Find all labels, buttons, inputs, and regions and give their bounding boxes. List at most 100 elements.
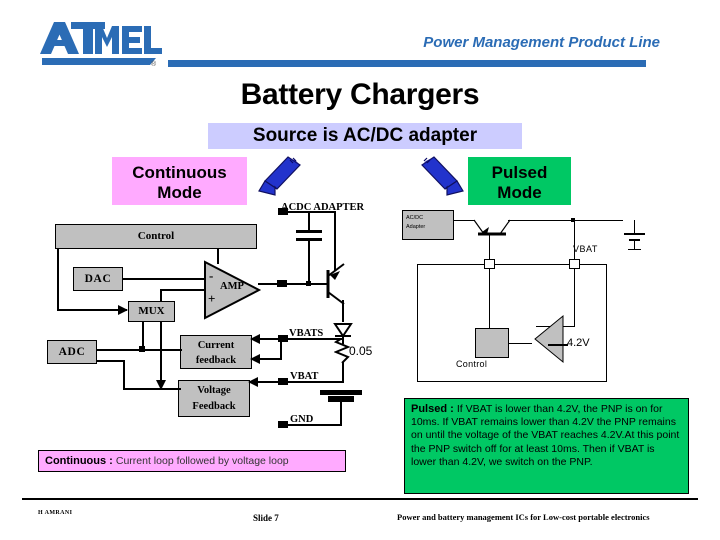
terminal-acdc-adapter xyxy=(278,208,288,215)
voltage-feedback-line1: Voltage xyxy=(197,385,231,396)
footer-tagline: Power and battery management ICs for Low… xyxy=(397,512,650,522)
label-reference-42v: 4.2V xyxy=(567,337,590,349)
wire-pulsed-battery-bottom xyxy=(634,241,635,250)
label-control-pulsed: Control xyxy=(456,359,488,369)
block-adc: ADC xyxy=(47,340,97,364)
label-sense-resistor: 0.05 xyxy=(349,344,373,358)
pulsed-battery-plate-short xyxy=(629,239,640,241)
comparator-pulsed xyxy=(534,314,564,364)
arrowhead-currentfb-bottom xyxy=(250,354,260,364)
block-voltage-feedback: Voltage Feedback xyxy=(178,380,250,417)
label-vbats: VBATS xyxy=(289,328,324,339)
block-dac: DAC xyxy=(73,267,123,291)
wire-mux-down-b xyxy=(160,322,162,388)
wire-sense-to-comparator xyxy=(574,268,575,326)
wire-reference-42v xyxy=(548,344,568,346)
pnp-transistor-continuous xyxy=(326,263,345,305)
cap-plate-bottom xyxy=(296,238,322,241)
atmel-logo: ® xyxy=(40,22,162,68)
wire-control-to-amp xyxy=(217,248,219,264)
wire-control-left xyxy=(57,248,59,310)
acdc-adapter-line1: AC/DC xyxy=(406,215,424,221)
continuous-mode-label: Continuous Mode xyxy=(112,157,247,205)
current-feedback-line1: Current xyxy=(197,340,235,351)
pulsed-ic-outline xyxy=(417,264,607,382)
registered-mark: ® xyxy=(151,60,157,68)
wire-vbat-to-voltagefb xyxy=(250,381,282,383)
wire-mux-to-amp-h xyxy=(160,289,205,291)
wire-pulsed-adapter-out xyxy=(454,220,475,221)
continuous-mode-line2: Mode xyxy=(157,183,202,202)
wire-vbats-to-currentfb xyxy=(252,338,282,340)
continuous-description-text: Current loop followed by voltage loop xyxy=(115,455,289,467)
continuous-description: Continuous : Current loop followed by vo… xyxy=(38,450,346,472)
continuous-description-tag: Continuous : xyxy=(45,455,116,467)
pulsed-mode-line2: Mode xyxy=(497,183,542,202)
wire-control-to-mux xyxy=(57,309,127,311)
wire-cap-top xyxy=(308,211,310,230)
pulsed-description-text: If VBAT is lower than 4.2V, the PNP is o… xyxy=(411,403,680,468)
block-control: Control xyxy=(55,224,257,249)
footer-slide-number: Slide 7 xyxy=(253,513,279,523)
wire-dac-to-amp xyxy=(123,278,205,280)
label-acdc-adapter: ACDC ADAPTER xyxy=(281,202,365,213)
pnp-transistor-pulsed xyxy=(473,219,511,236)
wire-gnd xyxy=(288,424,342,426)
pulsed-mode-label: Pulsed Mode xyxy=(468,157,571,205)
continuous-mode-line1: Continuous xyxy=(132,163,227,182)
wire-collector xyxy=(342,300,344,322)
pulsed-battery-ground xyxy=(628,249,641,250)
wire-pulsed-battery-top xyxy=(634,220,635,234)
arrowhead-mux-bottom xyxy=(156,380,166,390)
label-vbat-pulsed: VBAT xyxy=(573,244,598,254)
wire-vbats-branch xyxy=(280,338,282,360)
terminal-vbat-continuous xyxy=(278,378,288,385)
pulsed-description: Pulsed : If VBAT is lower than 4.2V, the… xyxy=(404,398,689,494)
label-vbat-continuous: VBAT xyxy=(290,371,319,382)
wire-comparator-to-control xyxy=(509,343,532,344)
wire-diode-out xyxy=(342,336,344,344)
sense-resistor xyxy=(334,338,351,364)
block-mux: MUX xyxy=(128,301,175,322)
wire-battery-to-gnd xyxy=(340,402,342,424)
arrow-down-right-icon xyxy=(421,155,464,196)
wire-vbat-continuous xyxy=(288,381,344,383)
arrowhead-voltagefb xyxy=(248,377,258,387)
wire-adapter-to-emitter xyxy=(334,211,336,271)
wire-mux-down-a xyxy=(142,322,144,352)
product-line-title: Power Management Product Line xyxy=(423,34,660,51)
wire-mux-to-amp-v xyxy=(160,289,162,302)
acdc-adapter-line2: Adapter xyxy=(406,224,426,230)
amp-inverting-input-label: - xyxy=(209,268,214,283)
wire-adc-bottom-h1 xyxy=(97,360,125,362)
footer-author: H AMRANI xyxy=(38,510,73,516)
pulsed-description-tag: Pulsed : xyxy=(411,403,457,415)
wire-pnp-base-down xyxy=(489,233,490,260)
amp-noninverting-input-label: + xyxy=(208,291,216,306)
pulsed-mode-line1: Pulsed xyxy=(491,163,548,182)
pulsed-battery-plate-long xyxy=(624,233,645,235)
junction-dot-base xyxy=(306,281,311,286)
wire-adapter-rail xyxy=(286,211,336,213)
wire-pin-to-control xyxy=(489,268,490,328)
wire-adc-bottom-v xyxy=(123,360,125,390)
header-rule xyxy=(168,60,646,67)
label-gnd: GND xyxy=(290,414,314,425)
wire-pulsed-vbat-rail xyxy=(508,220,623,221)
voltage-feedback-line2: Feedback xyxy=(192,401,236,412)
battery-plate-short xyxy=(328,396,354,402)
junction-dot-vbat-pulsed xyxy=(571,218,575,222)
cap-plate-top xyxy=(296,230,322,233)
block-acdc-adapter-pulsed: AC/DC Adapter xyxy=(402,210,454,240)
wire-vbats xyxy=(288,338,344,340)
arrowhead-to-mux xyxy=(118,305,128,315)
wire-resistor-to-vbat xyxy=(342,362,344,382)
footer-rule xyxy=(22,498,698,500)
junction-dot-adc xyxy=(139,346,145,352)
terminal-gnd xyxy=(278,421,288,428)
block-control-pulsed xyxy=(475,328,509,358)
arrowhead-currentfb-top xyxy=(250,334,260,344)
arrow-down-left-icon xyxy=(258,155,301,196)
wire-adc-bottom-h2 xyxy=(123,388,181,390)
